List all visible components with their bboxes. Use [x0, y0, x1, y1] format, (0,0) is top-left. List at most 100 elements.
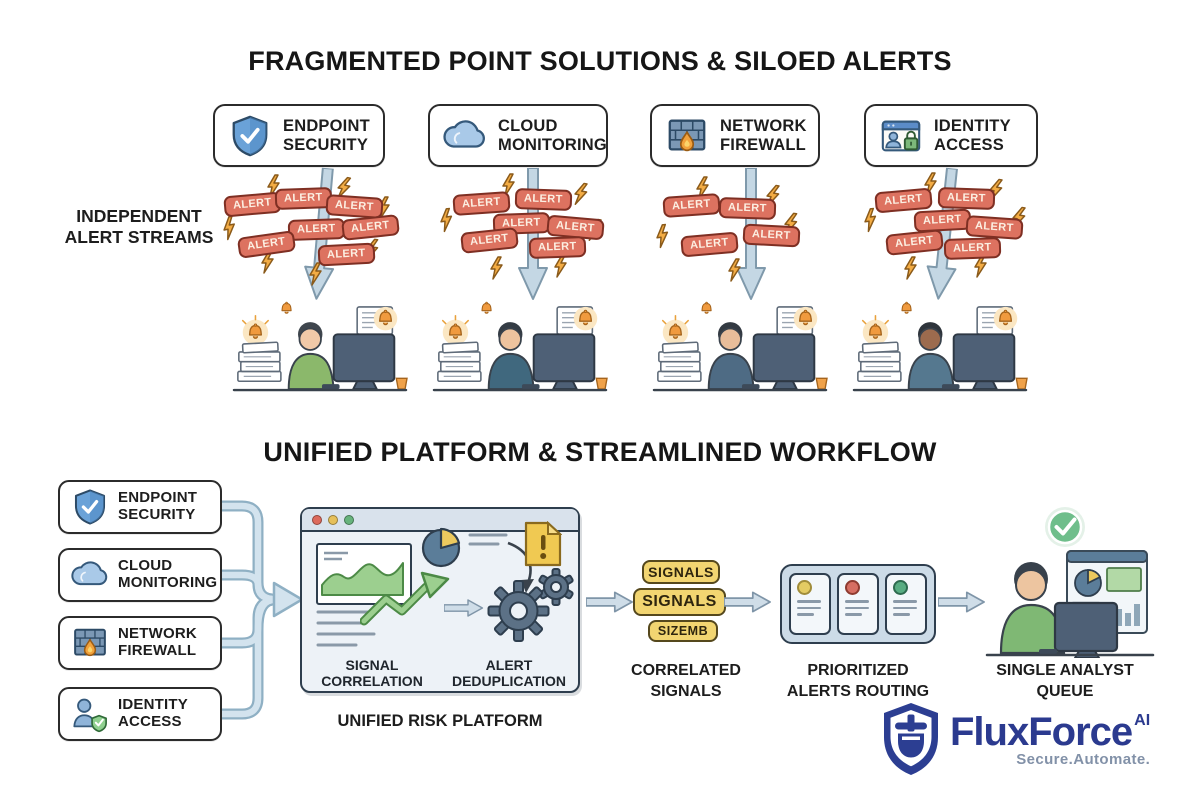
lightning-icon	[654, 223, 671, 249]
lightning-icon	[572, 181, 589, 207]
single-analyst-queue-caption: SINGLE ANALYST QUEUE	[996, 662, 1134, 700]
signal-badge: SIGNALS	[633, 588, 726, 616]
source-label: CLOUD MONITORING	[118, 557, 218, 591]
source-label: IDENTITY ACCESS	[934, 117, 1011, 154]
alert-badge: ALERT	[913, 208, 972, 232]
firewall-flame-icon	[665, 114, 709, 158]
alert-badge: ALERT	[965, 215, 1024, 240]
id-card-lock-icon	[879, 114, 923, 158]
alert-badge: ALERT	[274, 187, 333, 210]
cloud-icon	[443, 114, 487, 158]
prioritized-alerts-routing-caption: PRIORITIZED ALERTS ROUTING	[786, 662, 930, 700]
gears-icon	[487, 568, 574, 642]
flow-arrow-icon	[444, 599, 484, 617]
text-lines	[316, 610, 376, 647]
alert-badge: ALERT	[460, 227, 519, 254]
priority-card	[885, 573, 927, 635]
fluxforce-logo: FluxForce AI Secure.Automate.	[882, 701, 1150, 777]
alert-badge: ALERT	[317, 242, 376, 266]
trend-chart-thumbnail	[316, 543, 412, 605]
cloud-icon	[71, 556, 109, 594]
alert-badge: ALERT	[223, 191, 282, 217]
correlated-signals-caption: CORRELATED SIGNALS	[631, 662, 741, 700]
source-label: IDENTITY ACCESS	[118, 696, 188, 730]
pie-chart-icon	[421, 527, 461, 568]
prioritized-routing-panel	[780, 564, 936, 644]
overloaded-analyst-illustration	[432, 299, 608, 397]
source-label: CLOUD MONITORING	[498, 117, 607, 154]
lightning-icon	[309, 262, 322, 286]
alert-badge: ALERT	[514, 188, 573, 211]
lightning-icon	[221, 215, 238, 241]
overloaded-analyst-illustration	[232, 299, 408, 397]
unified-platform-window: SIGNAL CORRELATION ALERT DEDUPLICATION	[300, 507, 580, 693]
priority-card	[789, 573, 831, 635]
lightning-icon	[554, 254, 567, 278]
overloaded-analyst-illustration	[852, 299, 1028, 397]
fluxforce-shield-icon	[884, 703, 938, 775]
source-box-endpoint-security: ENDPOINT SECURITY	[213, 104, 385, 167]
source-label: ENDPOINT SECURITY	[283, 117, 370, 154]
lightning-icon	[904, 256, 917, 280]
source-box-cloud-monitoring: CLOUD MONITORING	[58, 548, 222, 602]
alert-stream-endpoint: ALERT ALERT ALERT ALERT ALERT ALERT ALER…	[218, 166, 428, 304]
alert-badge: ALERT	[528, 236, 587, 259]
alert-badge: ALERT	[287, 218, 346, 241]
alert-stream-identity: ALERT ALERT ALERT ALERT ALERT ALERT	[843, 166, 1053, 304]
shield-check-icon	[71, 488, 109, 526]
alert-badge: ALERT	[874, 187, 933, 213]
window-maximize-dot	[344, 514, 354, 525]
alert-badge: ALERT	[718, 197, 777, 220]
priority-dot-yellow	[797, 580, 812, 595]
lightning-icon	[490, 256, 503, 280]
text-lines	[468, 533, 508, 546]
brand-suffix: AI	[1134, 712, 1151, 729]
alert-badge: ALERT	[341, 214, 400, 241]
lightning-icon	[728, 258, 741, 282]
independent-alert-streams-label: INDEPENDENT ALERT STREAMS	[64, 206, 214, 247]
identity-person-shield-icon	[71, 695, 109, 733]
source-box-network-firewall: NETWORK FIREWALL	[58, 616, 222, 670]
alert-stream-network: ALERT ALERT ALERT ALERT	[643, 168, 853, 304]
flow-arrow-icon	[724, 591, 771, 613]
priority-dot-green	[893, 580, 908, 595]
source-label: NETWORK FIREWALL	[720, 117, 807, 154]
signal-badge-garbled: SIZEMB	[648, 620, 718, 642]
alert-deduplication-label: ALERT DEDUPLICATION	[451, 657, 567, 689]
source-box-endpoint-security: ENDPOINT SECURITY	[58, 480, 222, 534]
flow-arrow-icon	[586, 591, 633, 613]
alert-stream-cloud: ALERT ALERT ALERT ALERT ALERT ALERT	[423, 168, 633, 304]
alert-badge: ALERT	[325, 194, 384, 219]
growth-arrow-icon	[360, 571, 450, 626]
window-minimize-dot	[328, 514, 338, 525]
unified-risk-platform-caption: UNIFIED RISK PLATFORM	[337, 712, 543, 730]
alert-badge: ALERT	[742, 223, 801, 247]
alert-badge: ALERT	[236, 230, 296, 259]
flow-arrow-icon	[938, 591, 985, 613]
signal-correlation-label: SIGNAL CORRELATION	[321, 657, 423, 689]
alert-badge: ALERT	[937, 187, 996, 210]
source-box-identity-access: IDENTITY ACCESS	[58, 687, 222, 741]
alert-badge: ALERT	[662, 193, 721, 218]
fragmented-title: FRAGMENTED POINT SOLUTIONS & SILOED ALER…	[248, 46, 952, 76]
merge-connector-arrow	[222, 500, 304, 720]
brand-tagline: Secure.Automate.	[1016, 751, 1151, 768]
alert-document-icon	[524, 521, 562, 567]
source-box-identity-access: IDENTITY ACCESS	[864, 104, 1038, 167]
source-label: ENDPOINT SECURITY	[118, 489, 198, 523]
source-box-network-firewall: NETWORK FIREWALL	[650, 104, 820, 167]
window-close-dot	[312, 514, 322, 525]
single-analyst-illustration	[985, 507, 1155, 658]
alert-badge: ALERT	[452, 191, 511, 216]
source-box-cloud-monitoring: CLOUD MONITORING	[428, 104, 608, 167]
brand-name: FluxForce	[950, 710, 1133, 754]
priority-dot-red	[845, 580, 860, 595]
alert-badge: ALERT	[943, 237, 1002, 260]
signal-badge: SIGNALS	[642, 560, 720, 584]
overloaded-analyst-illustration	[652, 299, 828, 397]
shield-check-icon	[228, 114, 272, 158]
firewall-flame-icon	[71, 624, 109, 662]
priority-card	[837, 573, 879, 635]
unified-title: UNIFIED PLATFORM & STREAMLINED WORKFLOW	[263, 437, 937, 467]
